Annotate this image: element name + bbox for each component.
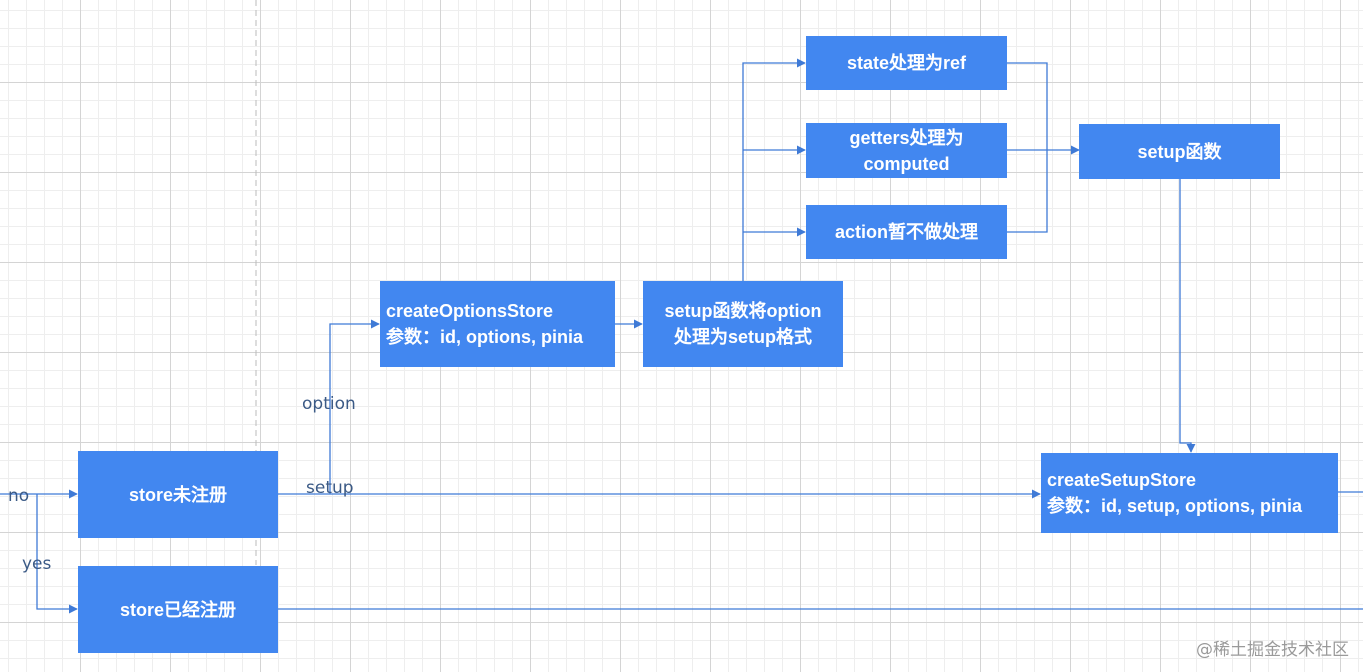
watermark: @稀土掘金技术社区: [1196, 640, 1349, 660]
edge-state-to-setup: [1007, 62, 1048, 150]
node-text: setup函数: [1137, 141, 1222, 162]
node-text-line-1: createSetupStore: [1047, 470, 1197, 490]
label-no: no: [8, 486, 30, 506]
edge-option: [329, 319, 380, 494]
node-state-ref[interactable]: state处理为ref: [806, 36, 1007, 90]
node-text: store已经注册: [119, 599, 236, 620]
label-setup: setup: [306, 478, 354, 498]
node-text-line-1: getters处理为: [849, 127, 964, 148]
node-setup-convert[interactable]: setup函数将option 处理为setup格式: [643, 281, 843, 367]
node-text-line-2: 参数：id, options, pinia: [386, 327, 583, 347]
node-text: action暂不做处理: [834, 222, 978, 242]
node-setup-function[interactable]: setup函数: [1079, 124, 1280, 179]
node-text-line-1: setup函数将option: [664, 301, 822, 321]
node-store-registered[interactable]: store已经注册: [78, 566, 278, 653]
label-option: option: [302, 394, 356, 414]
node-text-line-2: 处理为setup格式: [673, 327, 812, 347]
edge-yes: [36, 494, 78, 614]
edge-convert-to-state: [742, 58, 806, 281]
node-create-setup-store[interactable]: createSetupStore 参数：id, setup, options, …: [1041, 453, 1338, 533]
node-text-line-2: 参数：id, setup, options, pinia: [1047, 496, 1302, 516]
label-yes: yes: [22, 554, 52, 574]
node-text: store未注册: [128, 484, 227, 505]
node-action[interactable]: action暂不做处理: [806, 205, 1007, 259]
node-text-line-1: createOptionsStore: [386, 301, 554, 321]
node-create-options-store[interactable]: createOptionsStore 参数：id, options, pinia: [380, 281, 615, 367]
edge-setupfn-to-setupstore: [1179, 179, 1196, 453]
edge-action-to-setup: [1007, 150, 1048, 233]
node-text: state处理为ref: [846, 53, 967, 73]
node-text-line-2: computed: [863, 153, 950, 174]
node-getters-computed[interactable]: getters处理为 computed: [806, 123, 1007, 178]
node-store-unregistered[interactable]: store未注册: [78, 451, 278, 538]
